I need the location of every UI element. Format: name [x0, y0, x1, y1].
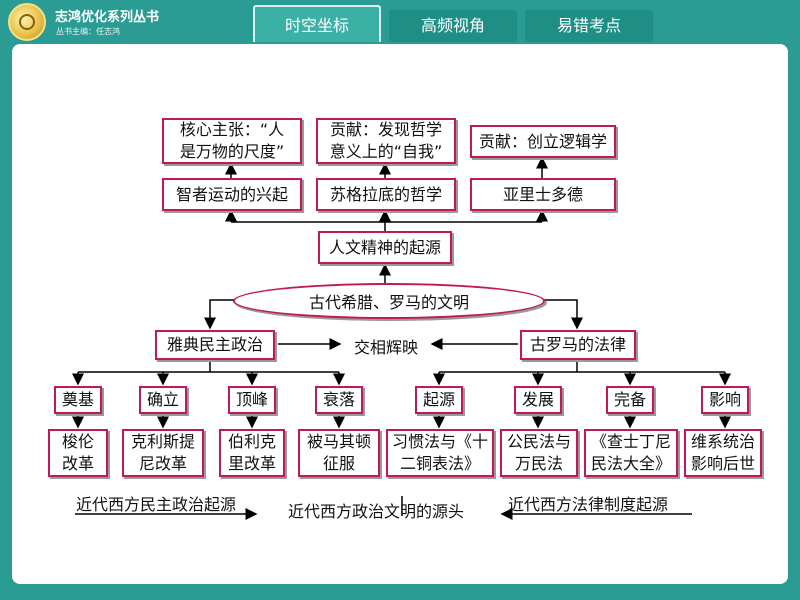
thinker-aristotle: 亚里士多德 [470, 178, 616, 211]
rome-detail: 《查士丁尼民法大全》 [584, 429, 678, 477]
detail-line: 万民法 [514, 454, 563, 473]
detail-line: 梭伦 [61, 432, 94, 451]
thinker-sophists: 智者运动的兴起 [162, 178, 302, 211]
athens-detail: 克利斯提尼改革 [122, 429, 204, 477]
tab-timeline[interactable]: 时空坐标 [253, 5, 381, 42]
rome-detail: 公民法与万民法 [500, 429, 578, 477]
bottom-left-label: 近代西方民主政治起源 [76, 495, 237, 514]
tab-frequent-view[interactable]: 高频视角 [389, 10, 517, 42]
detail-line: 《查士丁尼 [590, 432, 671, 451]
detail-line: 被马其顿 [306, 432, 371, 451]
contribution-box-socrates: 贡献：发现哲学意义上的“自我” [316, 118, 456, 164]
rome-stage-complete: 完备 [606, 386, 654, 414]
detail-line: 里改革 [227, 454, 276, 473]
center-civilization: 古代希腊、罗马的文明 [233, 283, 545, 319]
detail-line: 维系统治 [690, 432, 755, 451]
contribution-line: 贡献：发现哲学 [329, 120, 442, 139]
bottom-right-label: 近代西方法律制度起源 [508, 495, 669, 514]
bottom-center-label: 近代西方政治文明的源头 [288, 502, 465, 521]
detail-line: 伯利克 [227, 432, 276, 451]
rome-stage-origin: 起源 [415, 386, 463, 414]
athens-stage-establish: 确立 [139, 386, 187, 414]
series-logo [8, 3, 46, 41]
athens-stage-foundation: 奠基 [54, 386, 102, 414]
contribution-box-sophists: 核心主张：“人是万物的尺度” [162, 118, 302, 164]
detail-line: 克利斯提 [130, 432, 195, 451]
thinker-socrates: 苏格拉底的哲学 [316, 178, 456, 211]
athens-detail: 伯利克里改革 [219, 429, 285, 477]
contribution-box-aristotle: 贡献：创立逻辑学 [470, 125, 616, 158]
detail-line: 习惯法与《十 [392, 432, 489, 451]
athens-stage-peak: 顶峰 [228, 386, 276, 414]
athens-democracy: 雅典民主政治 [155, 330, 275, 360]
athens-detail: 被马其顿征服 [298, 429, 380, 477]
humanism-origin: 人文精神的起源 [318, 231, 452, 264]
detail-line: 公民法与 [506, 432, 571, 451]
header-bar: 志鸿优化系列丛书 丛书主编：任志鸿 时空坐标 高频视角 易错考点 [0, 0, 800, 44]
contribution-line: 是万物的尺度” [179, 142, 285, 161]
athens-detail: 梭伦改革 [48, 429, 108, 477]
contribution-line: 核心主张：“人 [179, 120, 285, 139]
detail-line: 征服 [322, 454, 355, 473]
rome-law: 古罗马的法律 [520, 330, 636, 360]
detail-line: 改革 [61, 454, 94, 473]
rome-detail: 习惯法与《十二铜表法》 [386, 429, 494, 477]
detail-line: 二铜表法》 [399, 454, 480, 473]
rome-detail: 维系统治影响后世 [684, 429, 762, 477]
rome-stage-development: 发展 [514, 386, 562, 414]
contribution-line: 意义上的“自我” [329, 142, 443, 161]
athens-stage-decline: 衰落 [315, 386, 363, 414]
detail-line: 尼改革 [138, 454, 187, 473]
series-title: 志鸿优化系列丛书 [55, 10, 160, 25]
detail-line: 影响后世 [690, 454, 755, 473]
series-editor: 丛书主编：任志鸿 [56, 27, 120, 36]
tab-error-points[interactable]: 易错考点 [525, 10, 653, 42]
mutual-label: 交相辉映 [354, 338, 419, 357]
detail-line: 民法大全》 [590, 454, 671, 473]
contribution-line: 贡献：创立逻辑学 [478, 131, 607, 151]
rome-stage-influence: 影响 [701, 386, 749, 414]
